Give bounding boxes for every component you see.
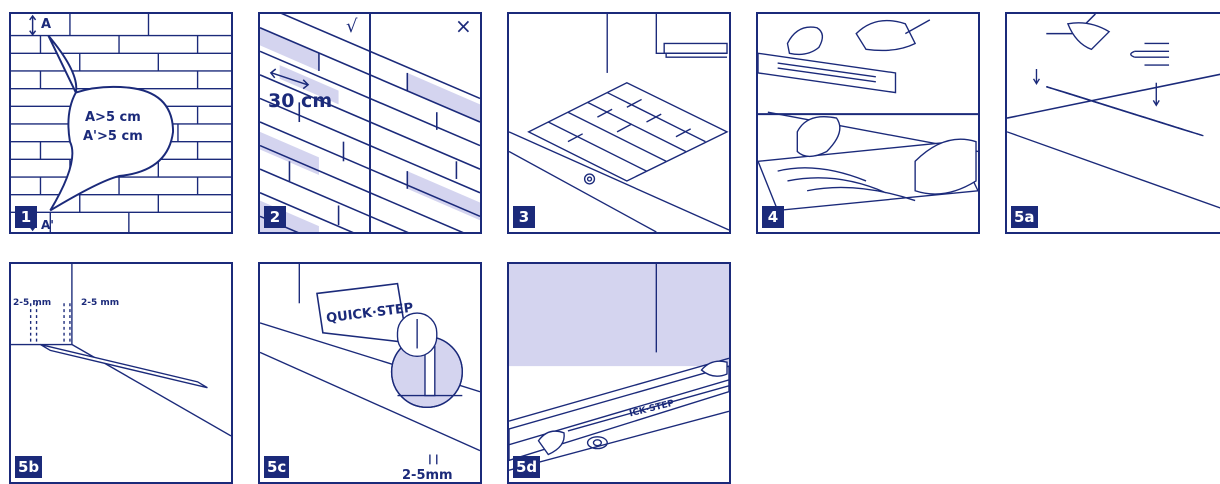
step-badge: 5d [513,456,540,478]
incorrect-mark: × [455,14,472,38]
panel-2: √ × 30 cm 2 [258,12,482,234]
left-gap-label: 2-5 mm [13,298,51,308]
step-badge: 5c [264,456,289,478]
stagger-distance-label: 30 cm [268,90,332,112]
dimension-a-label: A [41,17,51,32]
wall-gap-illustration [11,264,231,482]
rule-a-text: A>5 cm [85,110,141,125]
panel-5d: ICK·STEP 5d [507,262,731,484]
step-badge: 5b [15,456,42,478]
panel-3: 3 [507,12,731,234]
gap-label: 2-5mm [402,468,453,483]
panel-5a: 5a [1005,12,1220,234]
right-gap-label: 2-5 mm [81,298,119,308]
spacer-illustration [260,264,480,482]
dimension-a-prime-label: A' [41,218,54,232]
room-floor-illustration [509,14,729,232]
expansion-gap-illustration [1007,14,1220,232]
rule-a-prime-text: A'>5 cm [83,129,143,144]
step-badge: 1 [15,206,37,228]
step-badge: 5a [1011,206,1038,228]
correct-mark: √ [346,16,357,37]
panel-4: 4 [756,12,980,234]
plank-stagger-illustration [260,14,480,232]
panel-1: A A' A>5 cm A'>5 cm 1 [9,12,233,234]
tape-illustration [509,264,729,482]
step-badge: 4 [762,206,784,228]
cutting-and-fitting-illustration [758,14,978,232]
panel-5b: 2-5 mm 2-5 mm 5b [9,262,233,484]
panel-5c: QUICK·STEP 2-5mm 5c [258,262,482,484]
step-badge: 3 [513,206,535,228]
step-badge: 2 [264,206,286,228]
